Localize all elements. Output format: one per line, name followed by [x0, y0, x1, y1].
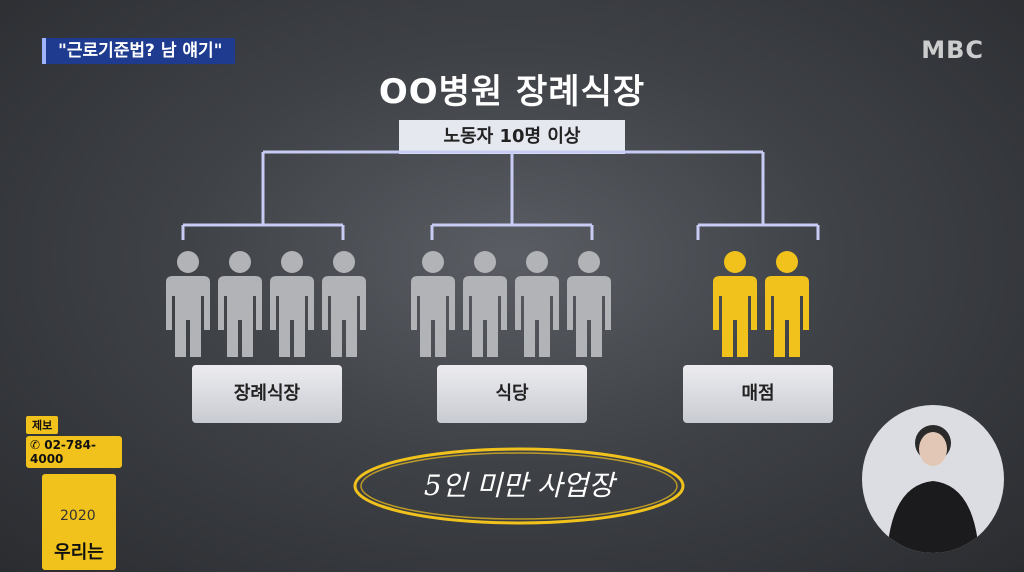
tip-phone-number: 02-784-4000	[30, 438, 96, 466]
category-restaurant: 식당	[437, 365, 587, 423]
root-node: 노동자 10명 이상	[399, 120, 625, 154]
worker-icon	[463, 251, 507, 357]
worker-icon	[270, 251, 314, 357]
broadcaster-logo: MBC	[921, 36, 984, 64]
highlight-oval	[353, 447, 685, 525]
tip-phone: ✆ 02-784-4000	[26, 436, 122, 468]
promo-year: 2020	[60, 508, 96, 524]
worker-icon	[713, 251, 757, 357]
worker-icon	[515, 251, 559, 357]
interpreter-icon	[887, 425, 979, 553]
diagram-title: OO병원 장례식장	[378, 72, 646, 112]
tip-label: 제보	[26, 416, 59, 434]
program-promo: 2020 우리는	[42, 474, 116, 570]
worker-icon	[567, 251, 611, 357]
news-caption: "근로기준법? 남 얘기"	[42, 38, 235, 64]
worker-figures	[166, 251, 809, 357]
worker-icon	[322, 251, 366, 357]
connector-lines	[181, 150, 820, 240]
sign-language-interpreter	[862, 405, 1004, 553]
tip-box: 제보 ✆ 02-784-4000 2020 우리는	[26, 414, 122, 570]
category-funeral-hall: 장례식장	[192, 365, 342, 423]
promo-brand: 우리는	[54, 542, 104, 563]
worker-icon	[166, 251, 210, 357]
worker-icon	[765, 251, 809, 357]
worker-icon	[411, 251, 455, 357]
under-five-note: 5인 미만 사업장	[423, 469, 615, 502]
worker-icon	[218, 251, 262, 357]
category-store: 매점	[683, 365, 833, 423]
